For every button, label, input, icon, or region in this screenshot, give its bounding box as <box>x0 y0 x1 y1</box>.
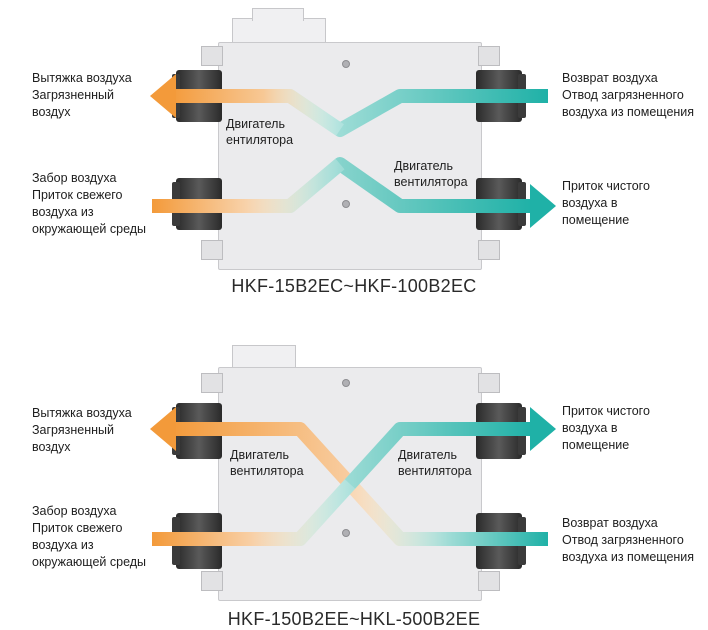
motor-label-left: Двигатель ентилятора <box>226 117 294 147</box>
motor-label-right: Двигатель вентилятора <box>394 159 468 189</box>
label-exhaust-air: Вытяжка воздуха Загрязненный воздух <box>32 406 132 454</box>
junction-box-cap <box>252 8 304 21</box>
label-fresh-air-intake: Забор воздуха Приток свежего воздуха из … <box>32 504 147 569</box>
screw <box>342 529 350 537</box>
mounting-bracket <box>478 46 500 66</box>
airflow-arrows <box>150 407 556 546</box>
label-clean-supply: Приток чистого воздуха в помещение <box>562 404 650 452</box>
label-fresh-air-intake: Забор воздуха Приток свежего воздуха из … <box>32 171 147 236</box>
screw <box>342 379 350 387</box>
arrow-head-left-top <box>150 74 176 118</box>
label-return-air: Возврат воздуха Отвод загрязненного возд… <box>562 71 695 119</box>
diagram-compact-unit: Двигатель ентилятора Двигатель вентилято… <box>32 8 695 296</box>
mounting-bracket <box>201 46 223 66</box>
mounting-bracket <box>201 373 223 393</box>
arrow-head-right-top <box>530 407 556 451</box>
airflow-arrows <box>150 74 556 228</box>
mounting-bracket <box>201 571 223 591</box>
label-return-air: Возврат воздуха Отвод загрязненного возд… <box>562 516 695 564</box>
diagram-large-unit: Двигатель вентилятора Двигатель вентилят… <box>0 315 708 630</box>
arrow-head-right-bottom <box>530 184 556 228</box>
screw <box>342 60 350 68</box>
screw <box>342 200 350 208</box>
model-caption: HKF-150B2EE~HKL-500B2EE <box>227 609 481 629</box>
mounting-bracket <box>478 373 500 393</box>
mounting-bracket <box>478 240 500 260</box>
motor-label-left: Двигатель вентилятора <box>230 448 304 478</box>
motor-label-right: Двигатель вентилятора <box>398 448 472 478</box>
mounting-bracket <box>201 240 223 260</box>
label-clean-supply: Приток чистого воздуха в помещение <box>562 179 650 227</box>
ventilation-unit-body <box>218 42 482 270</box>
arrow-head-left-top <box>150 407 176 451</box>
mounting-bracket <box>478 571 500 591</box>
label-exhaust-air: Вытяжка воздуха Загрязненный воздух <box>32 71 132 119</box>
model-caption: HKF-15B2EC~HKF-100B2EC <box>231 276 477 296</box>
